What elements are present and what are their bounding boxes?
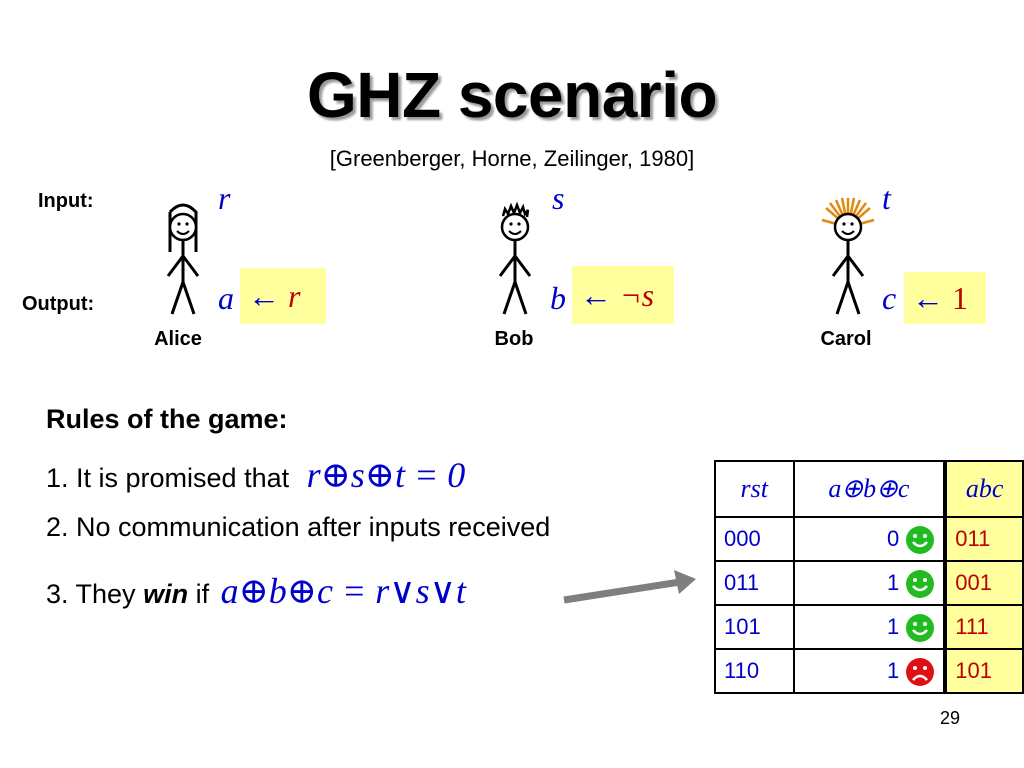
table-row: 110 1 101 [714,648,1024,694]
citation: [Greenberger, Horne, Zeilinger, 1980] [329,146,695,171]
sad-face-icon [906,658,935,686]
cell-rst: 110 [714,648,795,694]
cell-xor-value: 1 [887,570,900,595]
carol-name: Carol [820,328,872,350]
cell-abc: 001 [943,560,1024,606]
carol-output-rhs: 1 [952,280,968,316]
alice-output-assignment: ← r [240,268,326,324]
rule-3: 3. They win if a⊕b⊕c = r∨s∨t [46,570,466,612]
rule-1-text: 1. It is promised that [46,463,290,493]
carol-output-var: c [882,280,897,316]
alice-output-rhs: r [288,278,301,314]
cell-abc: 011 [943,516,1024,562]
carol-input: t [882,180,891,216]
bob-stick-figure-icon [498,201,532,315]
alice-stick-figure-icon [166,203,200,315]
alice-name: Alice [154,328,202,350]
header-abc: abc [943,460,1024,518]
cell-xor-value: 1 [887,658,900,683]
rules-heading: Rules of the game: [46,404,288,434]
bob-input: s [552,180,565,216]
happy-face-icon [906,526,935,554]
page-number: 29 [940,708,961,728]
rule-2: 2. No communication after inputs receive… [46,512,551,542]
carol-stick-figure-icon [821,197,875,315]
input-label: Input: [38,190,94,212]
cell-abc: 111 [943,604,1024,650]
cell-xor: 1 [792,648,947,694]
carol-assign-arrow: ← [912,280,944,316]
rule-1: 1. It is promised that r⊕s⊕t = 0 [46,454,465,496]
bob-output-rhs: ¬s [620,277,655,313]
rule-3-math: a⊕b⊕c = r∨s∨t [220,571,466,611]
happy-face-icon [906,614,935,642]
rule-1-math: r⊕s⊕t = 0 [306,455,466,495]
cell-xor-value: 0 [887,526,900,551]
alice-assign-arrow: ← [248,278,280,314]
slide-title: GHZ scenario [306,59,718,131]
bob-output-var: b [550,280,566,316]
cell-rst: 101 [714,604,795,650]
alice-output-var: a [218,280,234,316]
table-row: 101 1 111 [714,604,1024,650]
bob-output-assignment: ← ¬s [572,266,674,324]
cell-xor: 1 [792,560,947,606]
rule-3-win: win [143,579,189,609]
output-label: Output: [22,293,95,315]
rule-3-if: if [195,579,210,609]
carol-output-assignment: ← 1 [904,272,986,324]
cell-xor: 1 [792,604,947,650]
cell-rst: 000 [714,516,795,562]
gray-arrow-icon [563,570,696,604]
cell-xor-value: 1 [887,614,900,639]
bob-assign-arrow: ← [580,277,612,313]
rule-3-prefix: 3. They [46,579,136,609]
bob-name: Bob [494,328,534,350]
cell-rst: 011 [714,560,795,606]
table-row: 011 1 001 [714,560,1024,606]
alice-input: r [218,180,231,216]
table-header-row: rst a⊕b⊕c abc [714,460,1024,518]
cell-xor: 0 [792,516,947,562]
cell-abc: 101 [943,648,1024,694]
header-xor: a⊕b⊕c [792,460,947,518]
table-row: 000 0 011 [714,516,1024,562]
outcome-table: rst a⊕b⊕c abc 000 0 011 011 1 001 101 1 … [714,460,1024,694]
header-rst: rst [714,460,795,518]
happy-face-icon [906,570,935,598]
